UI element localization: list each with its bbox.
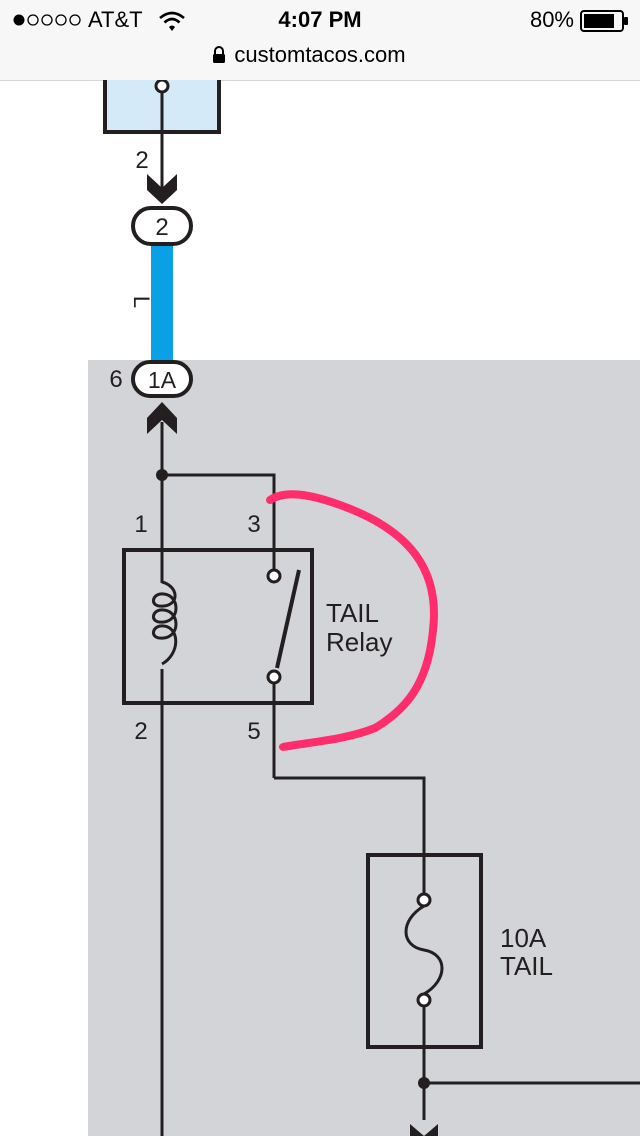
relay-label-line1: TAIL [326, 598, 379, 628]
junction-block-panel [88, 360, 640, 1136]
status-bar: AT&T 4:07 PM 80% customtacos.com [0, 0, 640, 81]
relay-contact-top [266, 568, 282, 584]
relay-pin-2: 2 [134, 718, 147, 745]
relay-coil-icon [152, 580, 178, 666]
fuse-element-icon [404, 904, 444, 996]
connector-2-label: 2 [155, 214, 168, 241]
relay-pin-1: 1 [134, 511, 147, 538]
highlight-annotation [266, 490, 438, 751]
fuse-label-line1: 10A [500, 923, 547, 953]
relay-contact-bottom [266, 669, 282, 685]
wiring-diagram: 2 2 L 6 1A 1 3 2 5 TAIL Relay 10A TAIL [88, 80, 640, 1136]
down-arrow-bottom-icon [410, 1124, 438, 1136]
wire-color-label: L [129, 296, 154, 308]
tail-relay-box [122, 548, 314, 705]
down-arrow-icon [147, 174, 177, 204]
blue-wire [151, 246, 173, 360]
fuse-terminal-bottom [416, 992, 432, 1008]
terminal-circle [154, 80, 170, 94]
carrier-name: AT&T [88, 7, 143, 32]
up-arrow-icon [147, 402, 177, 434]
relay-pin-5: 5 [247, 718, 260, 745]
lock-icon [213, 46, 225, 63]
connector-1a-label: 1A [148, 367, 177, 393]
url-bar[interactable]: customtacos.com [234, 42, 406, 67]
battery-icon [580, 10, 628, 32]
connector-1a-oval [131, 360, 193, 398]
wifi-icon [159, 11, 185, 31]
battery-percentage: 80% [529, 7, 574, 32]
connector-2-oval [131, 206, 193, 246]
clock: 4:07 PM [278, 7, 362, 32]
fuse-terminal-top [416, 892, 432, 908]
relay-pin-3: 3 [247, 511, 260, 538]
relay-label-line2: Relay [326, 627, 392, 657]
signal-strength-icon [13, 14, 81, 26]
relay-switch-arm [275, 569, 301, 669]
fuse-label-line2: TAIL [500, 951, 553, 981]
top-pin-label: 2 [135, 147, 148, 174]
pin-6-label: 6 [109, 366, 122, 393]
